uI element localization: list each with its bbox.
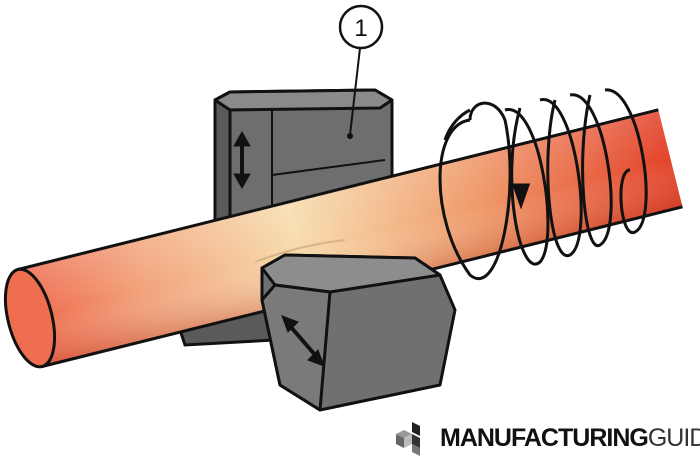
callout-leader-line [349,47,361,136]
reduced-section [254,239,346,263]
vertical-motion-arrow-icon [233,130,251,190]
manufacturing-guide-logo: MANUFACTURINGGUIDE [392,420,700,456]
callout-1-marker [338,4,384,50]
callout-dot [347,133,353,139]
rotation-coil-icon [438,88,648,280]
heated-workpiece-rod [3,108,683,369]
cube-logo-icon [396,422,420,456]
callout-1-label: 1 [354,15,367,42]
brand-name-light: GUIDE [647,423,700,452]
lower-die [260,253,457,412]
brand-name-bold: MANUFACTURING [440,423,649,452]
diagonal-motion-arrow-icon [281,315,325,367]
